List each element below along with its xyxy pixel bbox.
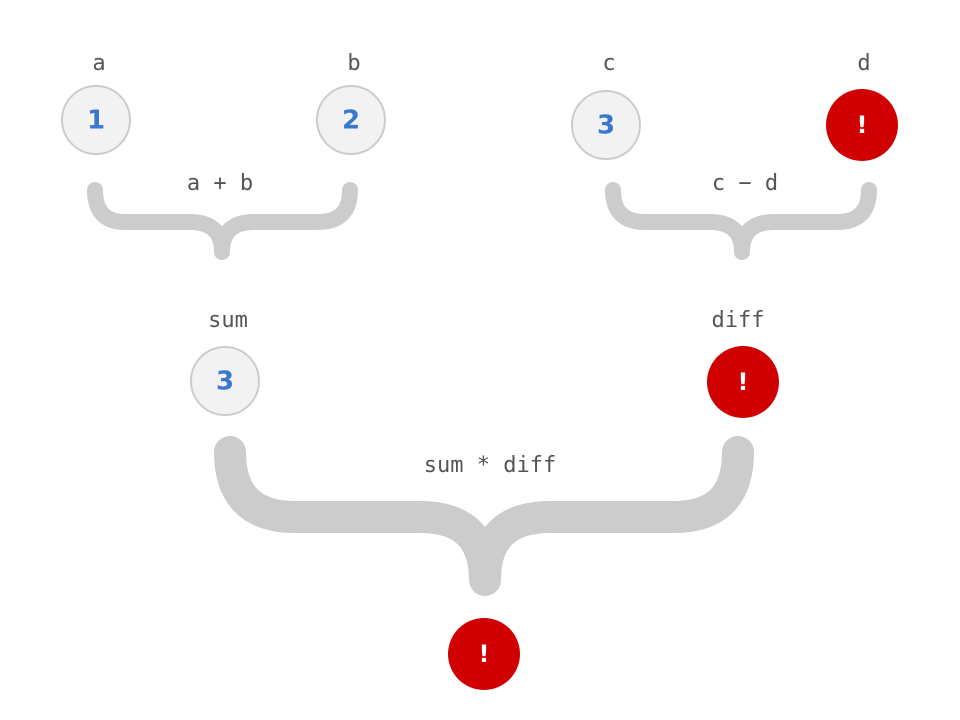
node-a: 1 [61,85,131,155]
node-c-label: c [602,51,615,76]
node-b-value: 2 [342,106,360,136]
node-diff-circle [707,346,779,418]
node-a-label: a [92,51,105,76]
node-d-value: ! [857,111,868,139]
node-d-label: d [857,51,870,76]
node-sum-label: sum [208,308,248,333]
node-d-circle [826,89,898,161]
node-sum: 3 [190,346,260,416]
node-b-label: b [347,51,360,76]
brace-subtract [605,182,877,260]
node-c-circle [571,90,641,160]
node-a-value: 1 [87,106,105,136]
operation-add-label: a + b [187,171,253,196]
node-diff: ! [707,346,779,418]
node-b-circle [316,85,386,155]
node-sum-circle [190,346,260,416]
node-a-circle [61,85,131,155]
node-c: 3 [571,90,641,160]
node-sum-value: 3 [216,367,234,397]
node-b: 2 [316,85,386,155]
brace-multiply [214,436,754,596]
node-diff-value: ! [738,368,749,396]
node-result-circle [448,618,520,690]
node-result-value: ! [479,640,490,668]
node-d: ! [826,89,898,161]
node-result: ! [448,618,520,690]
brace-add [87,182,358,260]
node-c-value: 3 [597,111,615,141]
operation-subtract-label: c − d [712,171,778,196]
node-diff-label: diff [712,308,765,333]
operation-multiply-label: sum * diff [424,453,556,478]
